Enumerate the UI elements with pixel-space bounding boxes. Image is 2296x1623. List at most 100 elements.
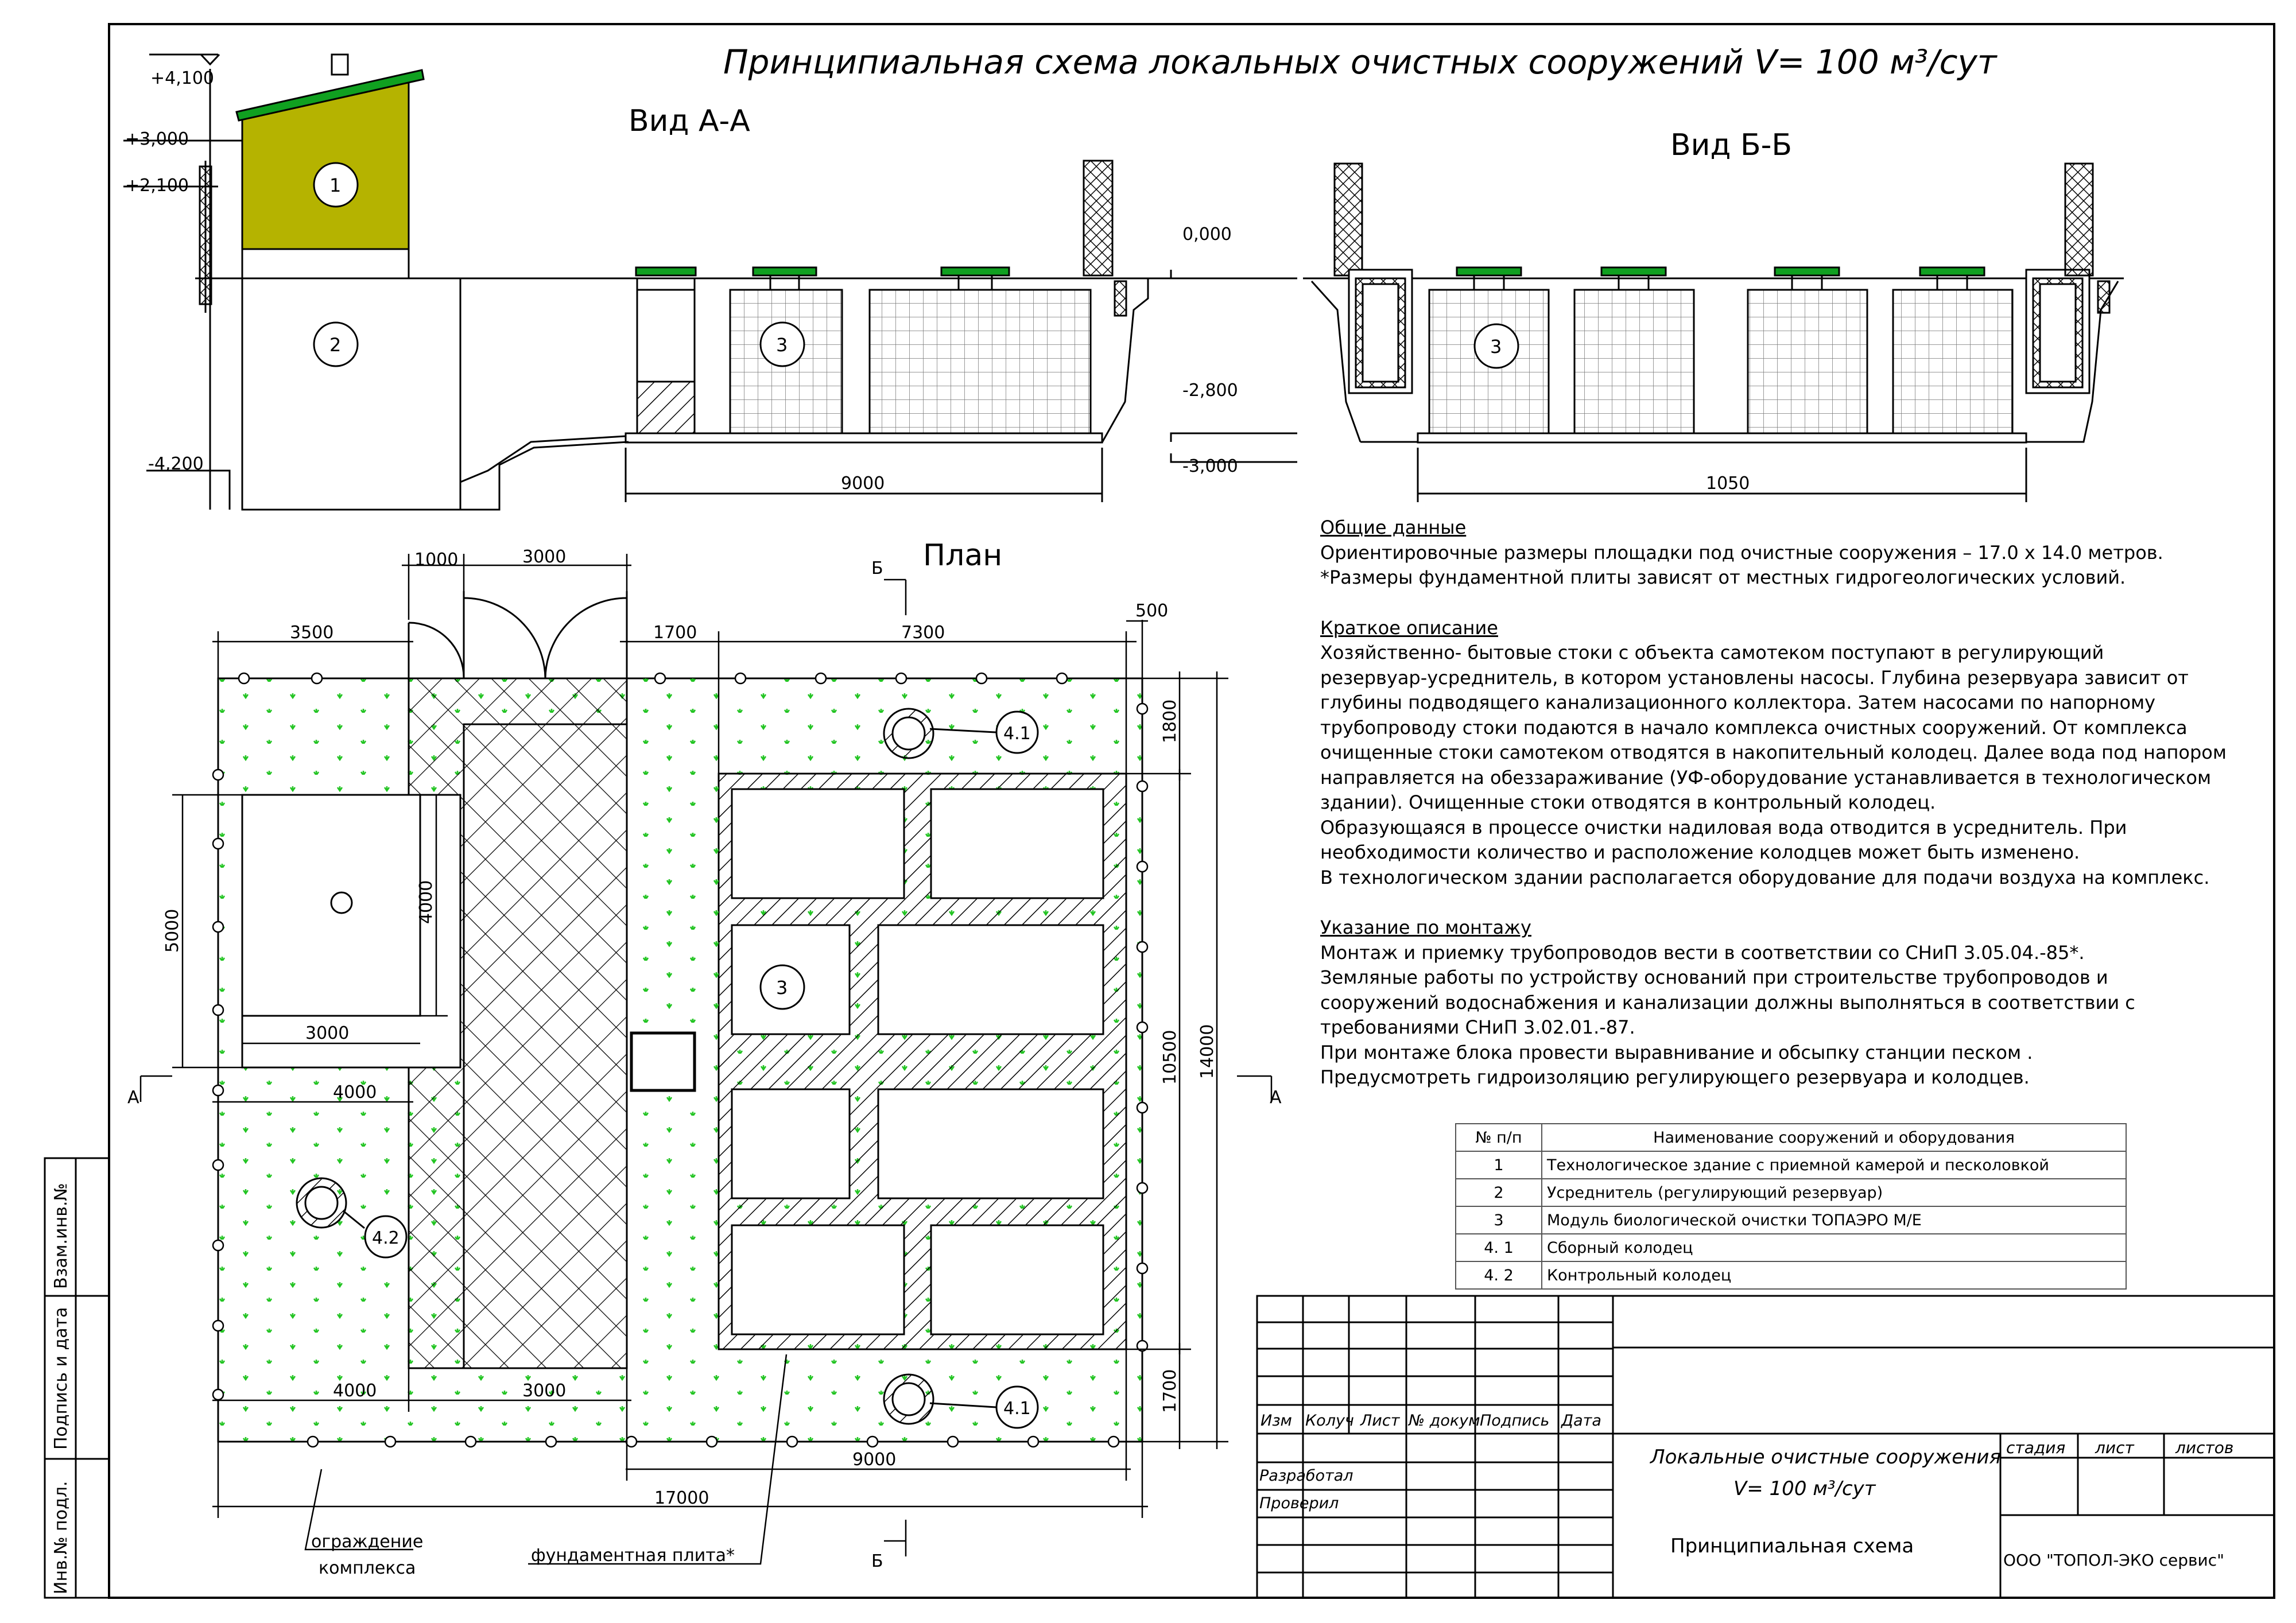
dim-9000-bot: 9000 — [852, 1450, 896, 1470]
notes-brief-line: трубопроводу стоки подаются в начало ком… — [1320, 716, 2188, 739]
dim-10500: 10500 — [1160, 1030, 1180, 1085]
tb-col-list: Лист — [1360, 1412, 1401, 1430]
tb-col-sign: Подпись — [1480, 1412, 1549, 1430]
notes-mount-line: Предусмотреть гидроизоляцию регулирующег… — [1320, 1066, 2030, 1088]
notes-mount-line: При монтаже блока провести выравнивание … — [1320, 1041, 2033, 1063]
spec-row: 4. 2 Контрольный колодец — [1455, 1261, 2127, 1290]
title-block — [1256, 1295, 2275, 1599]
level-l7: -3,000 — [1182, 456, 1238, 476]
view-bb-label: Вид Б-Б — [1670, 128, 1792, 162]
notes-brief-line: здании). Очищенные стоки отводятся в кон… — [1320, 791, 1936, 813]
spec-row-num: 2 — [1455, 1178, 1542, 1207]
drawing-title: Принципиальная схема локальных очистных … — [723, 42, 1998, 81]
spec-table: № п/п Наименование сооружений и оборудов… — [1455, 1123, 2127, 1290]
dim-3500: 3500 — [290, 623, 333, 643]
tb-col-doc: № докум — [1407, 1412, 1480, 1430]
stamp-sign: Подпись и дата — [51, 1307, 71, 1450]
svg-text:2: 2 — [329, 334, 341, 356]
dim-1000: 1000 — [414, 550, 458, 570]
callout-3-aa: 3 — [759, 321, 805, 367]
callout-4-1-top: 4.1 — [995, 710, 1039, 754]
section-b-bottom: Б — [871, 1551, 883, 1571]
spec-row-num: 4. 2 — [1455, 1261, 1542, 1290]
svg-text:3: 3 — [776, 334, 788, 356]
level-l1: +4,100 — [150, 68, 214, 88]
dim-3000-bot: 3000 — [522, 1381, 566, 1401]
tb-developed: Разработал — [1259, 1467, 1353, 1485]
tb-stage: стадия — [2006, 1438, 2065, 1457]
fence-label-1: ограждение — [311, 1532, 423, 1552]
plan-dimensions — [139, 554, 1273, 1565]
tb-sheets: листов — [2175, 1438, 2233, 1457]
dim-14000: 14000 — [1197, 1024, 1217, 1079]
callout-2: 2 — [313, 321, 359, 367]
notes-brief-line: необходимости количество и расположение … — [1320, 841, 2080, 863]
spec-row-name: Сборный колодец — [1541, 1233, 2127, 1262]
svg-text:4.2: 4.2 — [372, 1228, 400, 1248]
dim-bb-width: 1050 — [1706, 473, 1750, 494]
notes-general-line: *Размеры фундаментной плиты зависят от м… — [1320, 566, 2126, 588]
stamp-inv: Инв.№ подл. — [51, 1481, 71, 1594]
level-l4: -4,200 — [148, 454, 204, 474]
plan — [212, 591, 1149, 1448]
sheet-frame — [108, 23, 2275, 1599]
spec-row: 2 Усреднитель (регулирующий резервуар) — [1455, 1178, 2127, 1207]
dim-17000: 17000 — [654, 1488, 709, 1508]
level-l3: +2,100 — [125, 176, 189, 196]
notes-brief-line: Образующаяся в процессе очистки надилова… — [1320, 816, 2127, 838]
dim-4000-bot: 4000 — [333, 1381, 377, 1401]
callout-1: 1 — [313, 162, 359, 208]
notes-brief-line: глубины подводящего канализационного кол… — [1320, 692, 2156, 713]
tb-sheet: лист — [2095, 1438, 2134, 1457]
spec-row: 3 Модуль биологической очистки ТОПАЭРО М… — [1455, 1206, 2127, 1234]
dim-7300: 7300 — [901, 623, 945, 643]
tb-name-2: V= 100 м³/сут — [1733, 1477, 1876, 1500]
notes-mount-line: требованиями СНиП 3.02.01.-87. — [1320, 1016, 1635, 1038]
spec-header-num: № п/п — [1455, 1123, 1542, 1152]
view-aa-label: Вид А-А — [629, 104, 750, 138]
spec-row: 4. 1 Сборный колодец — [1455, 1233, 2127, 1262]
dim-3000-mid: 3000 — [305, 1023, 349, 1043]
tb-col-koluch: Колуч — [1305, 1412, 1354, 1430]
notes-brief-line: очищенные стоки самотеком отводятся в на… — [1320, 741, 2227, 763]
notes-block: Общие данные Ориентировочные размеры пло… — [1320, 515, 2262, 1090]
svg-text:3: 3 — [776, 977, 788, 999]
tb-col-date: Дата — [1561, 1412, 1601, 1430]
section-bb — [1303, 162, 2124, 502]
notes-mount-line: сооружений водоснабжения и канализации д… — [1320, 991, 2135, 1014]
callout-3-plan: 3 — [759, 964, 805, 1010]
notes-brief-line: В технологическом здании располагается о… — [1320, 866, 2210, 888]
spec-header-name: Наименование сооружений и оборудования — [1541, 1123, 2127, 1152]
svg-text:4.1: 4.1 — [1003, 724, 1031, 744]
tb-col-izm: Изм — [1261, 1412, 1292, 1430]
dim-1700-right: 1700 — [1160, 1369, 1180, 1413]
notes-mount-heading: Указание по монтажу — [1320, 917, 1531, 938]
section-a-right: А — [1270, 1088, 1282, 1108]
spec-row: 1 Технологическое здание с приемной каме… — [1455, 1151, 2127, 1179]
tb-checked: Проверил — [1259, 1494, 1339, 1512]
callout-3-bb: 3 — [1473, 323, 1519, 369]
stamp-vzam: Взам.инв.№ — [51, 1183, 71, 1289]
notes-brief-line: резервуар-усреднитель, в котором установ… — [1320, 666, 2189, 689]
tb-company: ООО "ТОПОЛ-ЭКО сервис" — [2003, 1551, 2224, 1570]
tb-sheet-name: Принципиальная схема — [1670, 1535, 1914, 1558]
dim-500: 500 — [1135, 601, 1168, 621]
notes-brief-line: Хозяйственно- бытовые стоки с объекта са… — [1320, 642, 2104, 663]
spec-row-num: 1 — [1455, 1151, 1542, 1179]
tb-name-1: Локальные очистные сооружения — [1649, 1446, 2001, 1469]
svg-text:4.1: 4.1 — [1003, 1399, 1031, 1419]
callout-4-1-bottom: 4.1 — [995, 1385, 1039, 1429]
dim-aa-width: 9000 — [841, 473, 885, 494]
spec-row-name: Усреднитель (регулирующий резервуар) — [1541, 1178, 2127, 1207]
spec-header-row: № п/п Наименование сооружений и оборудов… — [1455, 1123, 2127, 1152]
dim-3000-top: 3000 — [522, 547, 566, 567]
spec-row-name: Технологическое здание с приемной камеро… — [1541, 1151, 2127, 1179]
dim-5000: 5000 — [162, 909, 183, 953]
spec-row-name: Модуль биологической очистки ТОПАЭРО М/Е — [1541, 1206, 2127, 1234]
spec-row-num: 4. 1 — [1455, 1233, 1542, 1262]
svg-text:1: 1 — [329, 174, 341, 196]
dim-1800: 1800 — [1160, 700, 1180, 743]
callout-4-2: 4.2 — [364, 1215, 408, 1259]
notes-general-line: Ориентировочные размеры площадки под очи… — [1320, 541, 2163, 564]
